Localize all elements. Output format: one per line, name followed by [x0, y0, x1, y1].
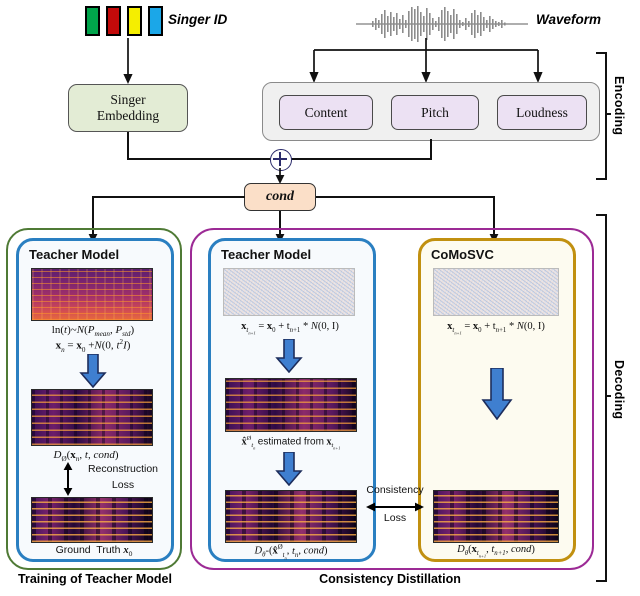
singer-swatch-red — [106, 6, 121, 36]
arrow-plus-to-cond — [275, 168, 285, 184]
consistency-loss-label-line1: Consistency — [366, 484, 424, 496]
teacher-left-formula-3: DØ(xn, t, cond) — [53, 449, 119, 464]
singer-embedding-line1: Singer — [110, 92, 146, 108]
comosvc-panel: CoMoSVC xtn+1 = x0 + tn+1 * N(0, I) Dθ(x… — [418, 238, 576, 562]
teacher-mid-formula-2: x̂Øtn estimated from xtn+1 — [241, 435, 341, 451]
waveform-icon — [356, 6, 528, 42]
decoding-bracket — [596, 214, 607, 582]
training-group-caption: Training of Teacher Model — [18, 572, 172, 586]
cond-label: cond — [266, 189, 294, 204]
spectrogram-predicted — [31, 389, 153, 446]
consistency-loss-arrow — [366, 502, 424, 512]
singer-swatch-green — [85, 6, 100, 36]
spectrogram-ground-truth — [31, 497, 153, 543]
singer-embedding-line2: Embedding — [96, 108, 160, 123]
teacher-left-formula-1: ln(t)~N(Pmean, Pstd) — [51, 324, 135, 339]
reconstruction-loss-arrow — [63, 462, 73, 496]
singer-swatch-blue — [148, 6, 163, 36]
wire-encoder-down — [430, 139, 432, 160]
encoding-bracket-label: Encoding — [612, 76, 626, 136]
arrow-singerid-to-embedding — [123, 38, 133, 84]
encoder-chip-loudness[interactable]: Loudness — [497, 95, 587, 130]
waveform-label: Waveform — [536, 12, 602, 27]
decoding-bracket-label: Decoding — [612, 360, 626, 420]
teacher-model-training-panel: Teacher Model ln(t)~N(Pmean, Pstd) xn = … — [16, 238, 174, 562]
encoding-panel: Content Pitch Loudness — [262, 82, 600, 141]
wire-cond-bus-right — [316, 196, 494, 198]
comosvc-title: CoMoSVC — [431, 247, 494, 262]
wire-cond-left-drop — [92, 196, 94, 240]
encoder-chip-loudness-label: Loudness — [516, 104, 568, 120]
spectrogram-student-target — [225, 490, 357, 543]
big-arrow-one-step — [481, 368, 513, 420]
noise-image-comosvc — [433, 268, 559, 316]
wire-cond-bus — [92, 196, 245, 198]
encoder-chip-pitch-label: Pitch — [421, 104, 449, 120]
consistency-loss-label-line2: Loss — [383, 512, 407, 524]
singer-id-label: Singer ID — [168, 12, 228, 27]
reconstruction-loss-label-line2: Loss — [111, 479, 135, 491]
singer-embedding-box: Singer Embedding — [68, 84, 188, 132]
big-arrow-estimate — [275, 339, 303, 373]
ground-truth-label: Ground Truth x0 — [55, 544, 133, 559]
spectrogram-estimated — [225, 378, 357, 432]
wire-cond-right-drop — [493, 196, 495, 240]
encoder-chip-pitch[interactable]: Pitch — [391, 95, 479, 130]
spectrogram-comosvc-output — [433, 490, 559, 543]
cond-box: cond — [244, 183, 316, 211]
noise-image-mid — [223, 268, 355, 316]
teacher-mid-title: Teacher Model — [221, 247, 312, 262]
comosvc-formula-2: Dθ(xtn+1, tn+1, cond) — [457, 544, 535, 559]
teacher-mid-formula-1: xtn+1 = x0 + tn+1 * N(0, I) — [241, 321, 339, 336]
wire-embedding-down — [127, 132, 129, 160]
encoding-bracket — [596, 52, 607, 180]
teacher-model-distill-panel: Teacher Model xtn+1 = x0 + tn+1 * N(0, I… — [208, 238, 376, 562]
singer-id-swatches — [85, 6, 163, 36]
encoding-bracket-tick — [605, 113, 611, 115]
wire-encoder-to-plus — [288, 158, 431, 160]
big-arrow-consistency-step — [275, 452, 303, 486]
comosvc-formula-1: xtn+1 = x0 + tn+1 * N(0, I) — [447, 321, 545, 336]
spectrogram-noisy-input — [31, 268, 153, 321]
teacher-mid-formula-3: Dθ-(x̂Øtn, tn, cond) — [254, 544, 328, 560]
big-arrow-denoise-1 — [79, 354, 107, 388]
wire-cond-mid-drop — [279, 211, 281, 240]
teacher-left-formula-2: xn = x0 +N(0, t2I) — [55, 338, 131, 354]
reconstruction-loss-label-line1: Reconstruction — [87, 463, 159, 475]
teacher-left-title: Teacher Model — [29, 247, 120, 262]
sum-node-icon — [270, 149, 292, 171]
arrows-waveform-to-encoders — [309, 38, 543, 83]
encoder-chip-content-label: Content — [304, 104, 348, 120]
encoder-chip-content[interactable]: Content — [279, 95, 373, 130]
singer-swatch-yellow — [127, 6, 142, 36]
training-group-outline — [6, 228, 182, 570]
singer-embedding-label: Singer Embedding — [97, 92, 159, 123]
distillation-group-caption: Consistency Distillation — [319, 572, 461, 586]
wire-embedding-to-plus — [127, 158, 272, 160]
decoding-bracket-tick — [605, 395, 611, 397]
distillation-group-outline — [190, 228, 594, 570]
